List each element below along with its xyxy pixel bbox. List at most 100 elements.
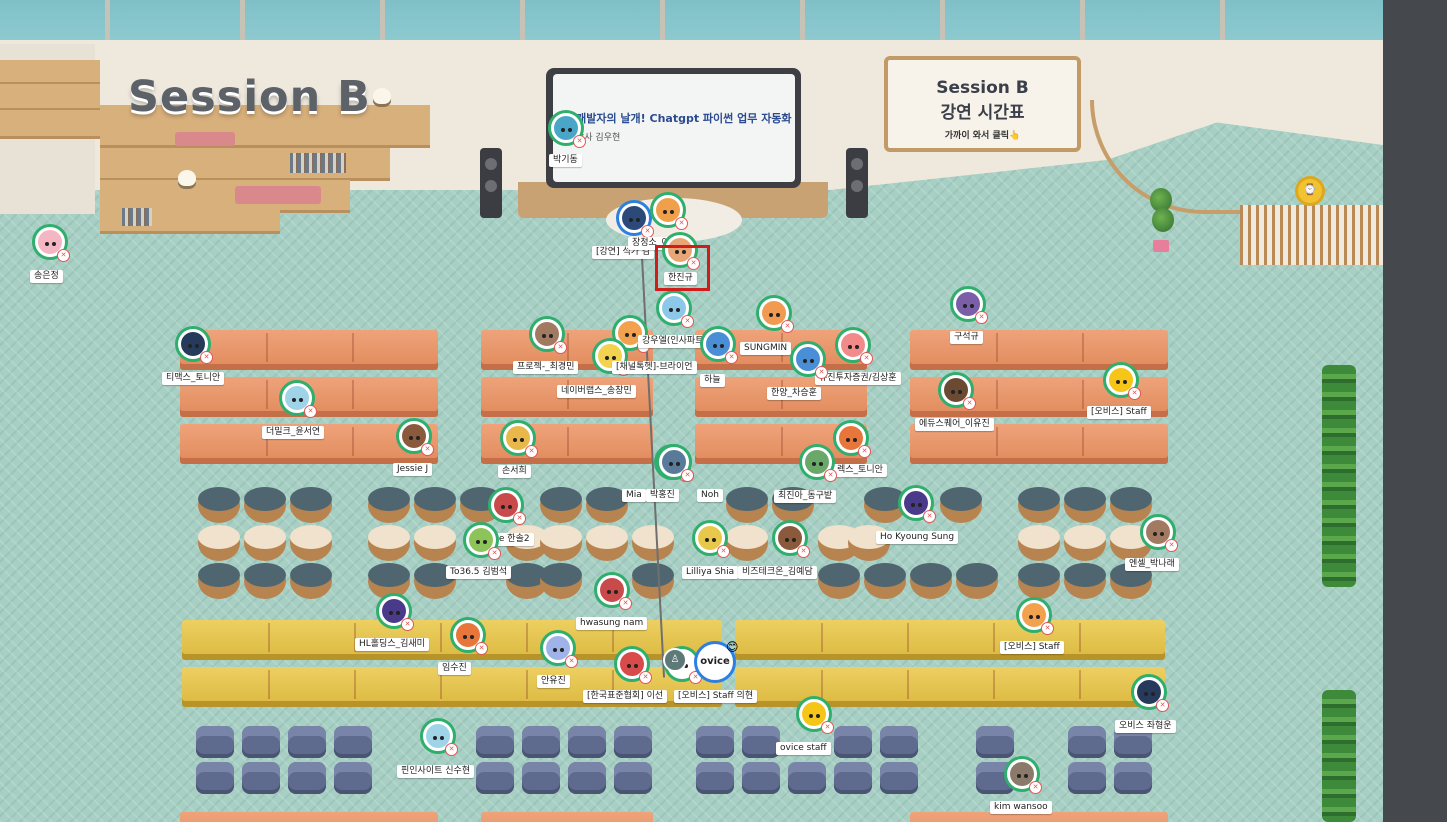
- participant-name-label[interactable]: 강우엘(인사파트): [638, 335, 711, 348]
- participant-avatar[interactable]: ✕: [500, 420, 538, 458]
- participant-name-label[interactable]: 유진투자증권/김상훈: [815, 372, 901, 385]
- participant-name-label[interactable]: [오비스] Staff: [1087, 406, 1151, 419]
- participant-name-label[interactable]: [채널톡헷]-브라이언: [612, 361, 697, 374]
- stool: [726, 525, 768, 561]
- side-panel: [1383, 0, 1447, 822]
- participant-name-label[interactable]: HL홀딩스_김새미: [355, 638, 429, 651]
- participant-name-label[interactable]: 안유진: [537, 675, 570, 688]
- schedule-board[interactable]: [884, 56, 1081, 152]
- participant-avatar[interactable]: ✕: [376, 593, 414, 631]
- participant-name-label[interactable]: 핀인사이트 신수현: [397, 765, 475, 778]
- ovice-space-canvas[interactable]: Session B 비개발자의 날개! Chatgpt 파이썬 업무 자동화 강…: [0, 0, 1383, 822]
- participant-avatar[interactable]: ✕: [616, 200, 654, 238]
- mic-muted-icon: ✕: [421, 443, 434, 456]
- participant-avatar[interactable]: ✕: [1004, 756, 1042, 794]
- participant-name-label[interactable]: 렉스_토니안: [833, 464, 887, 477]
- participant-avatar[interactable]: ✕: [279, 380, 317, 418]
- participant-avatar[interactable]: ✕: [756, 295, 794, 333]
- participant-name-label[interactable]: 박홍진: [646, 489, 679, 502]
- participant-avatar[interactable]: ✕: [540, 630, 578, 668]
- participant-name-label[interactable]: Mia: [622, 489, 646, 502]
- participant-name-label[interactable]: 손서희: [498, 465, 531, 478]
- participant-avatar[interactable]: ✕: [835, 327, 873, 365]
- participant-avatar[interactable]: ✕: [1103, 362, 1141, 400]
- presentation-slide[interactable]: [553, 74, 795, 182]
- participant-avatar[interactable]: ✕: [488, 487, 526, 525]
- participant-avatar[interactable]: ✕: [420, 718, 458, 756]
- participant-name-label[interactable]: ovice staff: [776, 742, 831, 755]
- pouf: [742, 726, 780, 758]
- bleacher-step: [100, 148, 390, 181]
- participant-avatar[interactable]: ✕: [650, 192, 688, 230]
- avatar-eye: [553, 648, 557, 652]
- participant-avatar[interactable]: ✕: [592, 338, 630, 376]
- participant-avatar[interactable]: ✕: [790, 341, 828, 379]
- participant-avatar[interactable]: ✕: [594, 572, 632, 610]
- participant-name-label[interactable]: SUNGMIN: [740, 342, 792, 355]
- pouf: [568, 762, 606, 794]
- participant-name-label[interactable]: 박기동: [549, 154, 582, 167]
- participant-avatar[interactable]: ✕: [614, 646, 652, 684]
- participant-avatar[interactable]: ✕: [1131, 674, 1169, 712]
- participant-name-label[interactable]: 한양_차승훈: [767, 387, 821, 400]
- session-title: Session B: [128, 72, 371, 122]
- participant-avatar[interactable]: ✕: [1140, 514, 1178, 552]
- ovice-logo-avatar[interactable]: ovice: [694, 641, 736, 683]
- participant-name-label[interactable]: 한진규: [664, 272, 697, 285]
- participant-name-label[interactable]: 송은정: [30, 270, 63, 283]
- participant-name-label[interactable]: To36.5 김범석: [446, 566, 512, 579]
- avatar-eye: [816, 714, 820, 718]
- avatar-eye: [792, 538, 796, 542]
- participant-name-label[interactable]: [오비스] Staff: [1000, 641, 1064, 654]
- group-icon[interactable]: ♙: [663, 648, 687, 672]
- bleacher-step: [0, 60, 100, 85]
- fence-post: [105, 0, 110, 42]
- participant-name-label[interactable]: 하늘: [700, 374, 725, 387]
- participant-name-label[interactable]: 더밀크_윤서연: [262, 426, 325, 439]
- participant-name-label[interactable]: 구석규: [950, 331, 983, 344]
- participant-name-label[interactable]: Jessie J: [393, 463, 433, 476]
- participant-name-label[interactable]: 임수진: [438, 662, 471, 675]
- participant-avatar[interactable]: ✕: [450, 617, 488, 655]
- participant-name-label[interactable]: Noh: [697, 489, 723, 502]
- avatar-eye: [632, 333, 636, 337]
- participant-avatar[interactable]: ✕: [1016, 597, 1054, 635]
- mic-muted-icon: ✕: [639, 671, 652, 684]
- participant-avatar[interactable]: ✕: [463, 522, 501, 560]
- participant-avatar[interactable]: ✕: [32, 224, 70, 262]
- participant-avatar[interactable]: ✕: [396, 418, 434, 456]
- participant-avatar[interactable]: ✕: [796, 696, 834, 734]
- participant-avatar[interactable]: ✕: [950, 286, 988, 324]
- participant-name-label[interactable]: 오비스 좌형운: [1115, 720, 1176, 733]
- participant-name-label[interactable]: Ho Kyoung Sung: [876, 531, 959, 544]
- participant-avatar[interactable]: ✕: [529, 316, 567, 354]
- participant-avatar[interactable]: ✕: [548, 110, 586, 148]
- participant-avatar[interactable]: ✕: [175, 326, 213, 364]
- participant-avatar[interactable]: ✕: [938, 372, 976, 410]
- pouf: [1114, 762, 1152, 794]
- participant-avatar[interactable]: ✕: [772, 520, 810, 558]
- participant-avatar[interactable]: ✕: [700, 326, 738, 364]
- participant-name-label[interactable]: [오비스] Staff 의현: [674, 690, 758, 703]
- participant-avatar[interactable]: ✕: [799, 444, 837, 482]
- participant-name-label[interactable]: hwasung nam: [576, 617, 648, 630]
- participant-name-label[interactable]: [한국표준협회] 이선: [583, 690, 668, 703]
- participant-name-label[interactable]: Lilliya Shia: [682, 566, 739, 579]
- participant-avatar[interactable]: ✕: [898, 485, 936, 523]
- participant-name-label[interactable]: 프로젝-_최경민: [513, 361, 579, 374]
- avatar-eye: [627, 664, 631, 668]
- participant-avatar[interactable]: ✕: [692, 520, 730, 558]
- participant-name-label[interactable]: 네이버랩스_송창민: [557, 385, 636, 398]
- participant-avatar[interactable]: ✕: [833, 420, 871, 458]
- participant-name-label[interactable]: 티맥스_토니안: [162, 372, 225, 385]
- participant-avatar[interactable]: ✕: [656, 290, 694, 328]
- participant-name-label[interactable]: 엔셀_박나래: [1125, 558, 1179, 571]
- participant-name-label[interactable]: kim wansoo: [990, 801, 1052, 814]
- participant-avatar[interactable]: ✕: [656, 444, 694, 482]
- participant-name-label[interactable]: 비즈테크온_김예담: [738, 566, 817, 579]
- participant-name-label[interactable]: 최진아_동구밭: [774, 490, 837, 503]
- avatar-eye: [663, 210, 667, 214]
- participant-avatar[interactable]: ✕: [662, 232, 700, 270]
- participant-name-label[interactable]: 에듀스퀘어_이유진: [915, 418, 994, 431]
- avatar-eye: [705, 538, 709, 542]
